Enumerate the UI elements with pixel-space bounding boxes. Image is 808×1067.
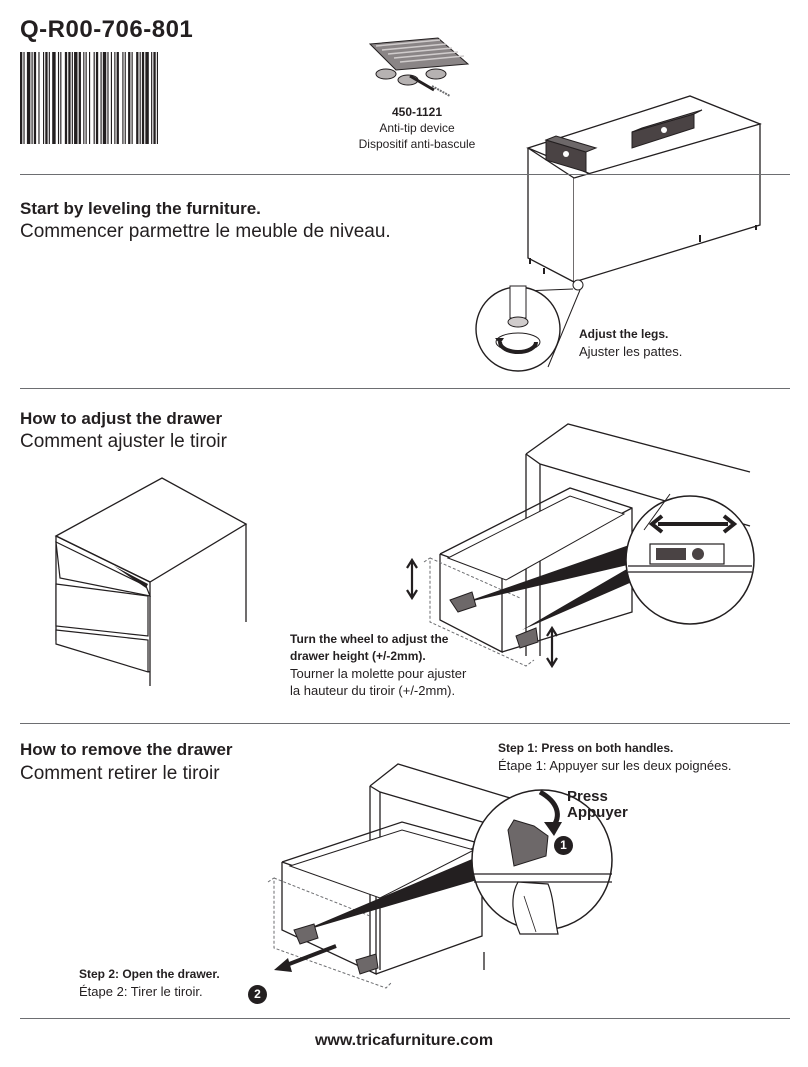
barcode-bar	[93, 52, 95, 144]
step1-caption-en: Step 1: Press on both handles.	[498, 741, 674, 755]
press-label-fr: Appuyer	[567, 804, 628, 821]
adjust-wheel-caption-en-2: drawer height (+/-2mm).	[290, 649, 426, 663]
barcode-bar	[60, 52, 62, 144]
adjust-drawer-title-fr: Comment ajuster le tiroir	[20, 431, 227, 452]
remove-drawer-title-en: How to remove the drawer	[20, 740, 233, 759]
barcode-bar	[52, 52, 56, 144]
barcode-bar	[128, 52, 131, 144]
barcode-bar	[57, 52, 60, 144]
adjust-wheel-caption-fr-1: Tourner la molette pour ajuster	[290, 666, 467, 681]
barcode-bar	[145, 52, 149, 144]
barcode-bar	[122, 52, 124, 144]
barcode-bar	[114, 52, 116, 144]
website-url[interactable]: www.tricafurniture.com	[314, 1032, 494, 1049]
section-divider-2	[20, 723, 790, 724]
adjust-drawer-title-en: How to adjust the drawer	[20, 409, 223, 428]
barcode-bar	[136, 52, 139, 144]
barcode	[20, 52, 158, 144]
barcode-bar	[43, 52, 45, 144]
barcode-bar	[48, 52, 50, 144]
barcode-bar	[110, 52, 112, 144]
barcode-bar	[64, 52, 68, 144]
drawer-adjust-illustration	[406, 423, 755, 669]
barcode-bar	[45, 52, 48, 144]
drawer-remove-illustration	[267, 763, 613, 989]
dresser-illustration	[54, 477, 248, 686]
leveling-title-fr: Commencer parmettre le meuble de niveau.	[20, 221, 391, 242]
barcode-bar	[31, 52, 33, 144]
barcode-bar	[26, 52, 31, 144]
barcode-bar	[153, 52, 156, 144]
barcode-bar	[74, 52, 78, 144]
adjust-legs-caption-fr: Ajuster les pattes.	[579, 344, 683, 359]
barcode-bar	[23, 52, 25, 144]
anti-tip-part-number: 450-1121	[391, 105, 443, 119]
barcode-bar	[139, 52, 141, 144]
remove-drawer-title-fr: Comment retirer le tiroir	[20, 763, 220, 784]
barcode-bar	[78, 52, 81, 144]
section-divider-bottom	[20, 1018, 790, 1019]
adjust-wheel-caption-fr-2: la hauteur du tiroir (+/-2mm).	[290, 683, 456, 698]
barcode-bar	[38, 52, 40, 144]
press-label-en: Press	[567, 788, 608, 805]
cabinet-illustration	[475, 95, 762, 372]
section-divider-1	[20, 388, 790, 389]
barcode-bar	[151, 52, 153, 144]
anti-tip-label-fr: Dispositif anti-bascule	[358, 137, 476, 151]
barcode-bar	[100, 52, 102, 144]
step2-caption-en: Step 2: Open the drawer.	[79, 967, 220, 981]
step2-badge: 2	[248, 985, 267, 1004]
step2-caption-fr: Étape 2: Tirer le tiroir.	[79, 984, 203, 999]
adjust-legs-caption-en: Adjust the legs.	[579, 327, 669, 341]
barcode-bar	[124, 52, 126, 144]
product-code: Q-R00-706-801	[20, 16, 194, 43]
anti-tip-hardware-illustration	[368, 37, 470, 97]
barcode-bar	[107, 52, 109, 144]
adjust-wheel-caption-en-1: Turn the wheel to adjust the	[290, 632, 449, 646]
anti-tip-caption: 450-1121 Anti-tip device Dispositif anti…	[352, 104, 482, 152]
barcode-bar	[83, 52, 85, 144]
barcode-bar	[95, 52, 99, 144]
barcode-bar	[33, 52, 37, 144]
barcode-bar	[68, 52, 71, 144]
barcode-bar	[131, 52, 133, 144]
leveling-title-en: Start by leveling the furniture.	[20, 199, 261, 218]
barcode-bar	[102, 52, 107, 144]
step1-caption-fr: Étape 1: Appuyer sur les deux poignées.	[498, 758, 732, 773]
barcode-bar	[156, 52, 158, 144]
barcode-bar	[85, 52, 87, 144]
barcode-bar	[20, 52, 23, 144]
section-divider-top	[20, 174, 790, 175]
barcode-bar	[71, 52, 73, 144]
barcode-bar	[116, 52, 119, 144]
step1-badge: 1	[554, 836, 573, 855]
anti-tip-label-en: Anti-tip device	[379, 121, 455, 135]
barcode-bar	[141, 52, 145, 144]
barcode-bar	[89, 52, 91, 144]
